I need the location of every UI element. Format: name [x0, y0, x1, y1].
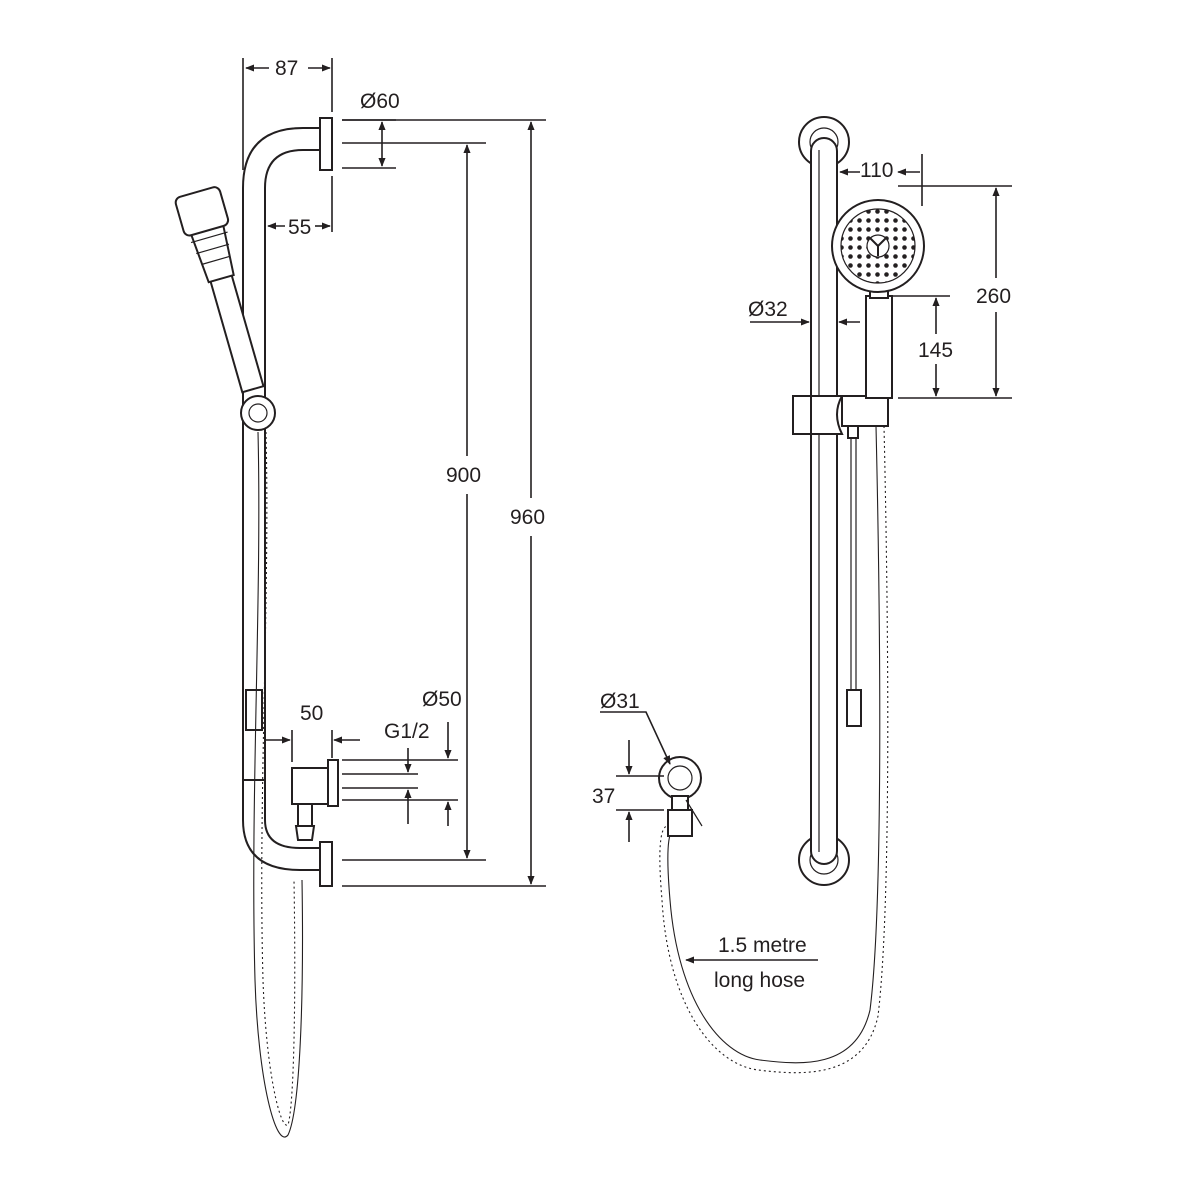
- dim-50-label: 50: [300, 702, 323, 725]
- dim-55-label: 55: [288, 216, 311, 239]
- dim-145-label: 145: [918, 339, 953, 362]
- dim-110-label: 110: [860, 159, 893, 182]
- side-wall-outlet: [291, 759, 339, 841]
- outlet-view: Ø31 37 1.5 metre long hose: [592, 690, 818, 992]
- dim-260-label: 260: [976, 285, 1011, 308]
- front-hand-shower: [831, 199, 925, 399]
- dim-900-label: 900: [446, 464, 481, 487]
- side-view: 87 Ø60 55 900 960 Ø50 50 G1/2: [174, 57, 546, 1138]
- front-hose: [667, 425, 881, 1064]
- hose-length-line1: 1.5 metre: [718, 934, 807, 957]
- dim-32-dia-label: Ø32: [748, 298, 788, 321]
- front-rail: [810, 137, 838, 865]
- side-slider-holder: [240, 395, 276, 431]
- front-slider: [792, 395, 889, 439]
- dim-31-dia-label: Ø31: [600, 690, 640, 713]
- dim-87-label: 87: [275, 57, 298, 80]
- dim-50-dia-label: Ø50: [422, 688, 462, 711]
- hose-length-line2: long hose: [714, 969, 805, 992]
- dim-37-label: 37: [592, 785, 615, 808]
- wall-outlet-front: [658, 756, 702, 800]
- thread-size-label: G1/2: [384, 720, 430, 743]
- front-view: 110 260 Ø32 145: [659, 116, 1012, 1074]
- upper-wall-bracket: [242, 117, 333, 421]
- dim-960-label: 960: [510, 506, 545, 529]
- side-hand-shower: [174, 186, 265, 394]
- dim-60-dia-label: Ø60: [360, 90, 400, 113]
- side-hose: [253, 431, 304, 1138]
